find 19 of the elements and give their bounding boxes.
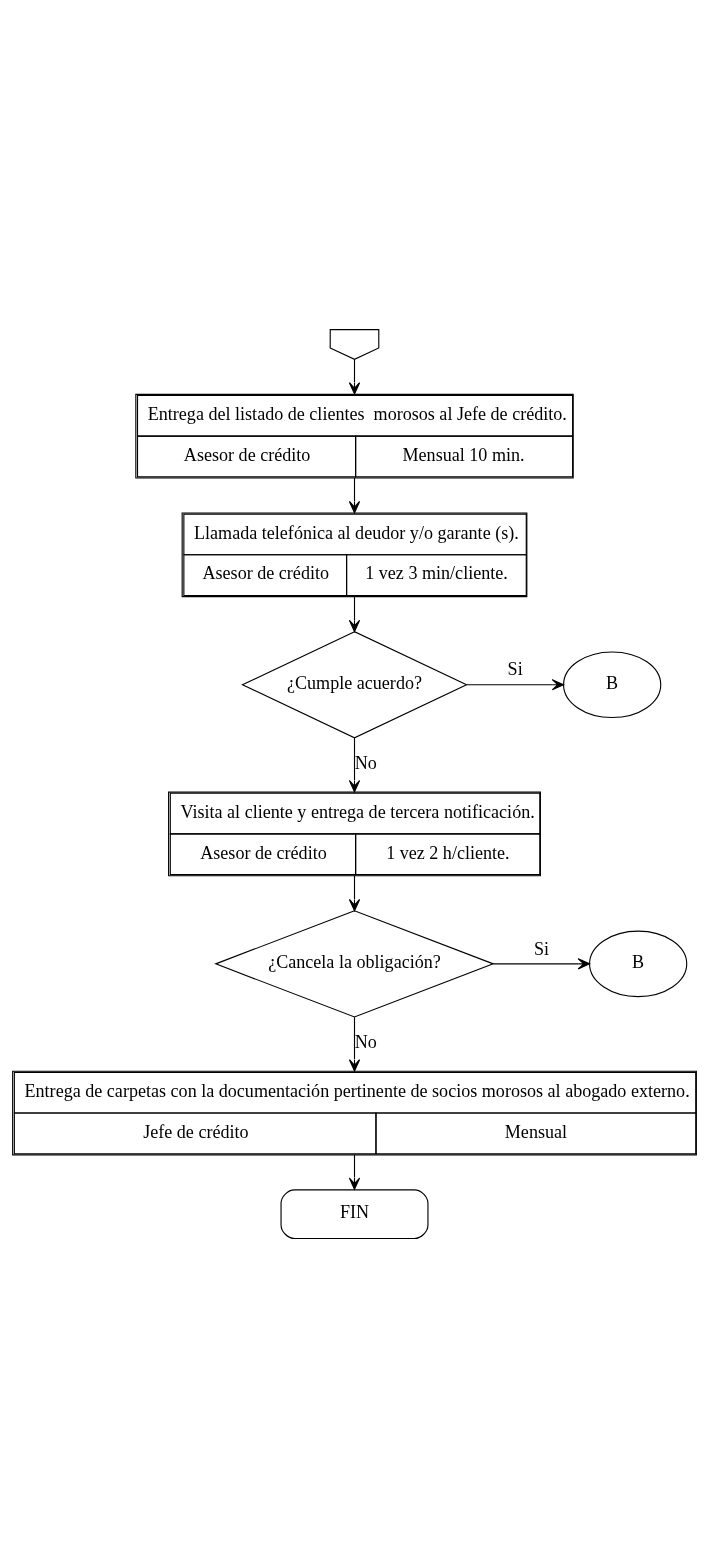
edge-label: Si — [533, 938, 549, 959]
edge-label: No — [354, 1031, 377, 1052]
node-diamond: ¿Cancela la obligación? — [214, 909, 495, 1018]
arrow — [348, 1153, 361, 1190]
arrow — [348, 874, 361, 911]
edge-label: Si — [507, 658, 523, 679]
edge-label: No — [354, 752, 377, 773]
node-box: FIN — [280, 1188, 429, 1239]
arrow — [466, 678, 565, 690]
arrow — [348, 358, 361, 395]
arrow — [348, 1016, 361, 1071]
arrow — [348, 476, 361, 513]
node-ellipse: B — [563, 650, 662, 718]
node-ellipse: B — [589, 930, 688, 997]
node-diamond: ¿Cumple acuerdo? — [241, 630, 468, 738]
arrow — [492, 957, 591, 970]
node-pentagon — [329, 328, 380, 360]
arrow — [348, 595, 361, 632]
arrow — [348, 737, 361, 792]
